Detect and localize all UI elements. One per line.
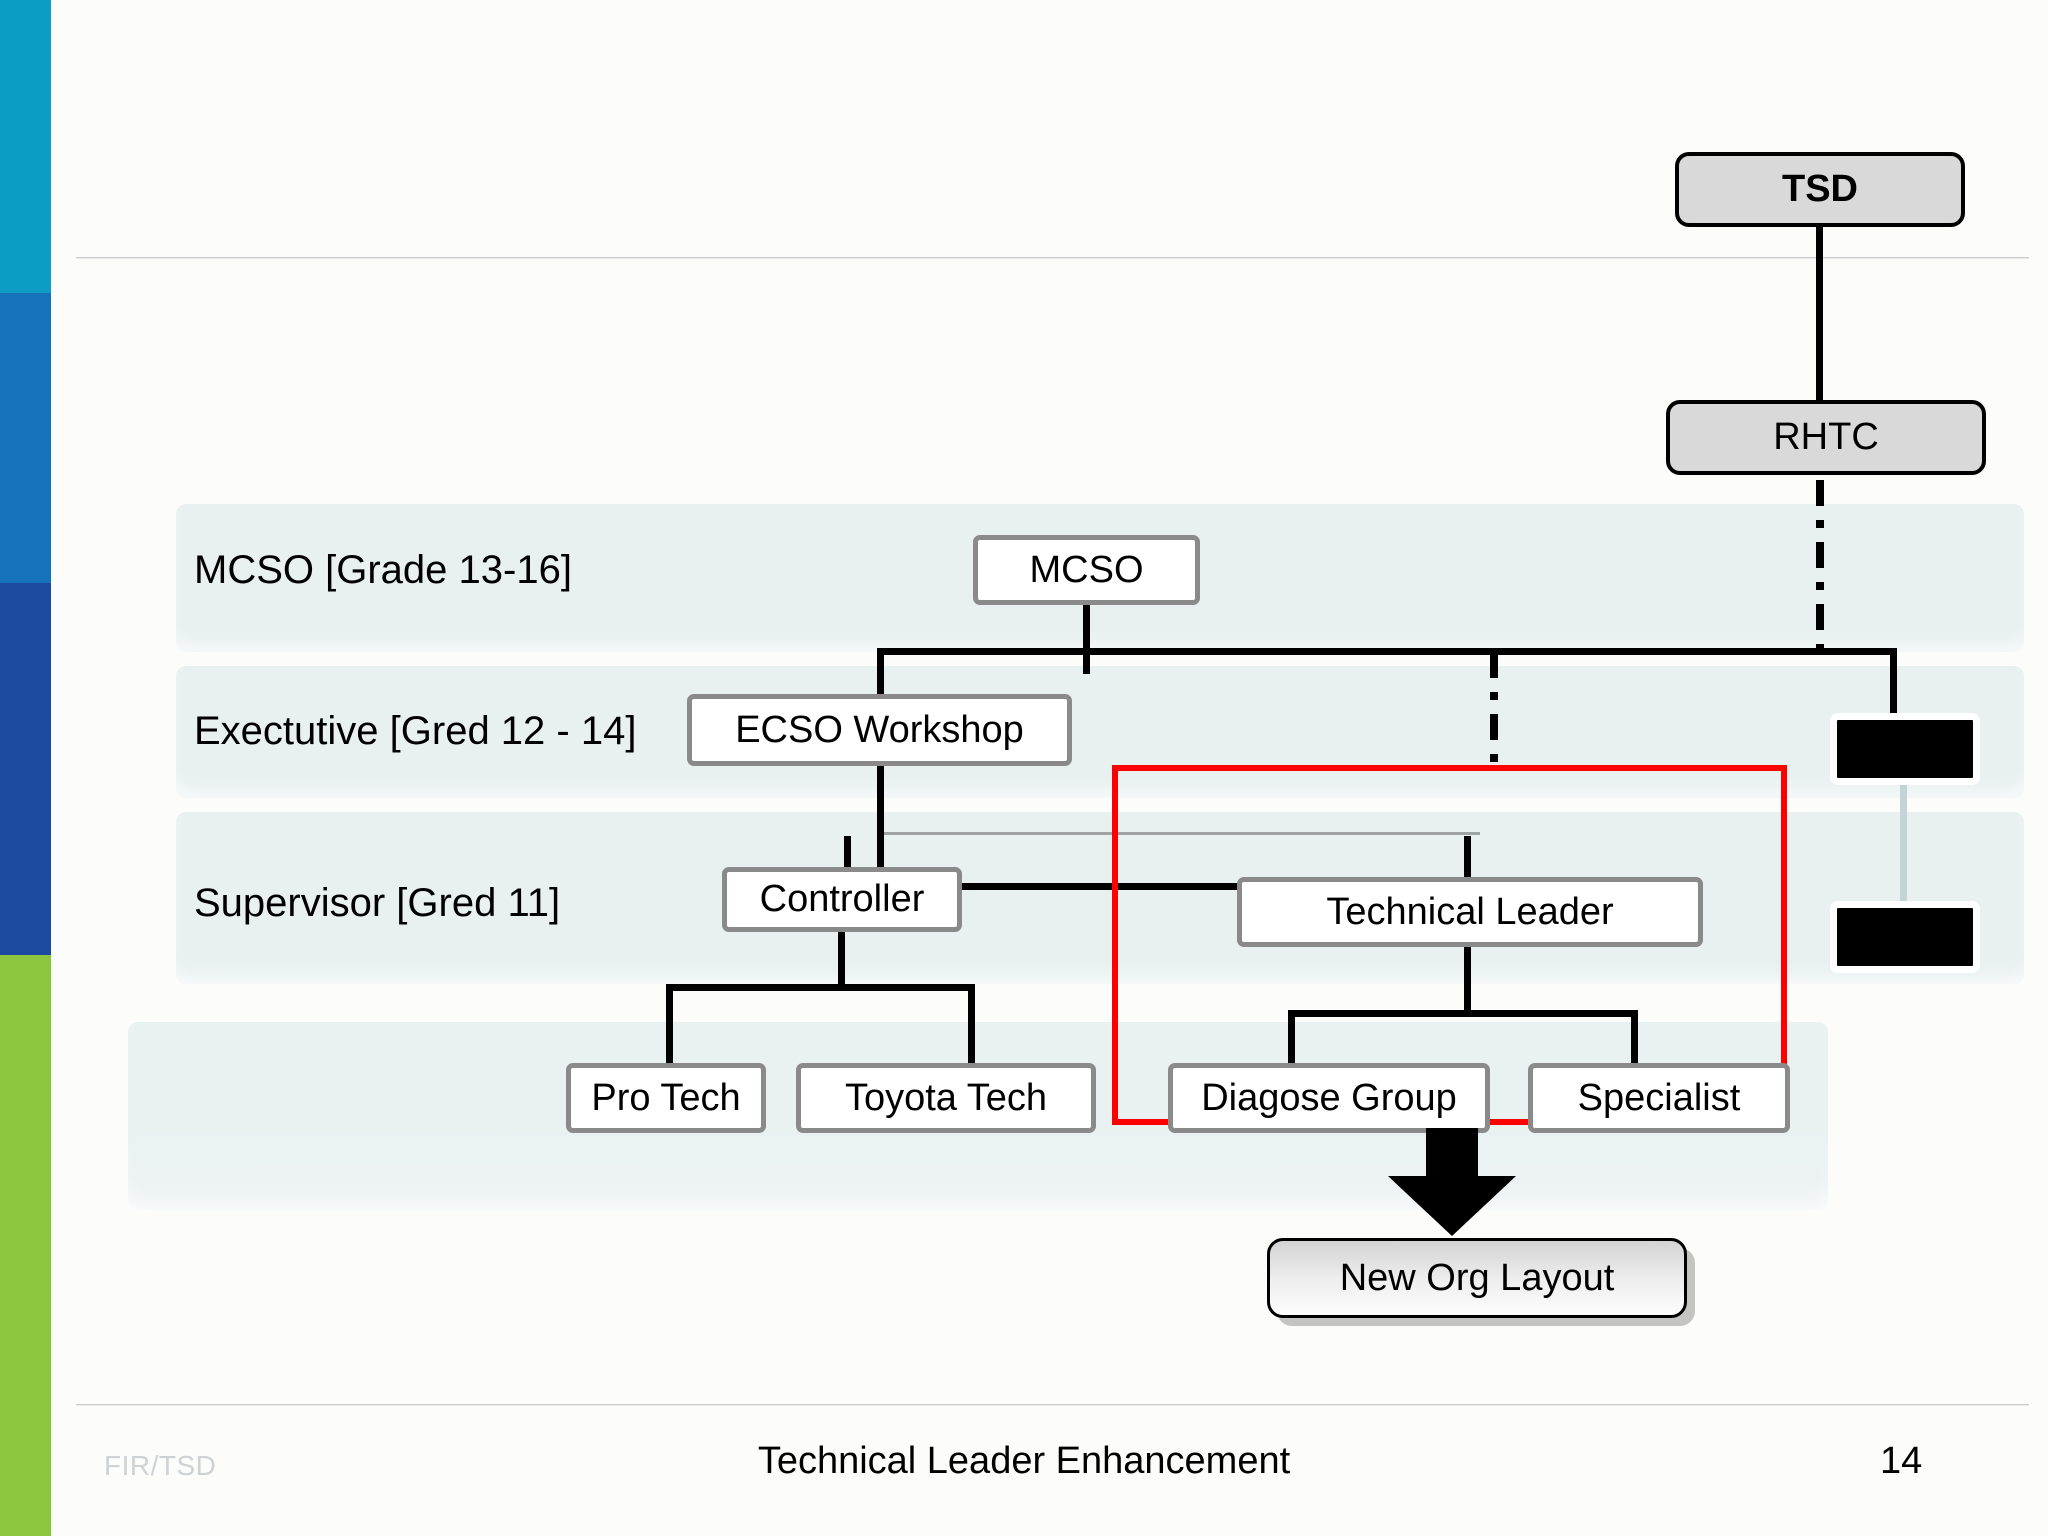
edge-ecso-bus <box>844 883 1484 890</box>
edge-controller-toyotatech <box>968 984 975 1068</box>
node-technical-leader[interactable]: Technical Leader <box>1237 877 1703 947</box>
down-arrow-icon <box>1388 1128 1516 1236</box>
level-label-mcso: MCSO [Grade 13-16] <box>194 548 572 592</box>
node-rhtc[interactable]: RHTC <box>1666 400 1986 475</box>
edge-techleader-bus <box>1288 1010 1638 1017</box>
level-band-executive <box>176 666 2024 798</box>
edge-controller-bus <box>666 984 975 991</box>
rail-band-green <box>0 955 51 1536</box>
footer-divider <box>76 1404 2029 1406</box>
edge-bus-to-redacted1 <box>1890 648 1897 726</box>
edge-rhtc-dashdot-upper <box>1816 480 1824 648</box>
rail-band-navy <box>0 583 51 955</box>
node-tsd[interactable]: TSD <box>1675 152 1965 227</box>
edge-techleader-specialist <box>1631 1010 1638 1070</box>
node-redacted-1[interactable] <box>1830 713 1980 785</box>
edge-techleader-down <box>1464 944 1471 1016</box>
node-diagose-group[interactable]: Diagose Group <box>1168 1063 1490 1133</box>
node-specialist[interactable]: Specialist <box>1528 1063 1790 1133</box>
edge-mcso-down <box>1083 604 1090 674</box>
edge-tsd-rhtc <box>1816 227 1823 402</box>
edge-techleader-diagose <box>1288 1010 1295 1070</box>
footer-title: Technical Leader Enhancement <box>757 1440 1291 1482</box>
edge-mcso-bus <box>877 648 1897 655</box>
slide-color-rail <box>0 0 51 1536</box>
rail-band-cyan <box>0 0 51 293</box>
node-controller[interactable]: Controller <box>722 867 962 932</box>
edge-hairline-bus <box>880 832 1480 835</box>
node-mcso[interactable]: MCSO <box>973 535 1200 605</box>
edge-redacted1-redacted2 <box>1900 785 1907 903</box>
header-divider <box>76 257 2029 259</box>
rail-band-blue <box>0 293 51 583</box>
level-label-supervisor: Supervisor [Gred 11] <box>194 881 561 925</box>
edge-dashdot-lower <box>1490 652 1498 770</box>
edge-controller-down <box>838 930 845 990</box>
footer-page-number: 14 <box>1880 1440 1923 1482</box>
node-new-org-layout[interactable]: New Org Layout <box>1267 1238 1687 1318</box>
edge-bus-to-techleader <box>1464 836 1471 882</box>
level-label-executive: Exectutive [Gred 12 - 14] <box>194 709 637 753</box>
node-toyota-tech[interactable]: Toyota Tech <box>796 1063 1096 1133</box>
node-redacted-2[interactable] <box>1830 901 1980 973</box>
edge-controller-protech <box>666 984 673 1068</box>
edge-ecso-to-controller <box>844 836 851 888</box>
edge-ecso-down <box>877 764 884 890</box>
footer-left-label: FIR/TSD <box>104 1450 217 1481</box>
edge-dashed-horizontal <box>1490 648 1900 655</box>
level-band-supervisor <box>176 812 2024 984</box>
node-pro-tech[interactable]: Pro Tech <box>566 1063 766 1133</box>
node-ecso-workshop[interactable]: ECSO Workshop <box>687 694 1072 766</box>
